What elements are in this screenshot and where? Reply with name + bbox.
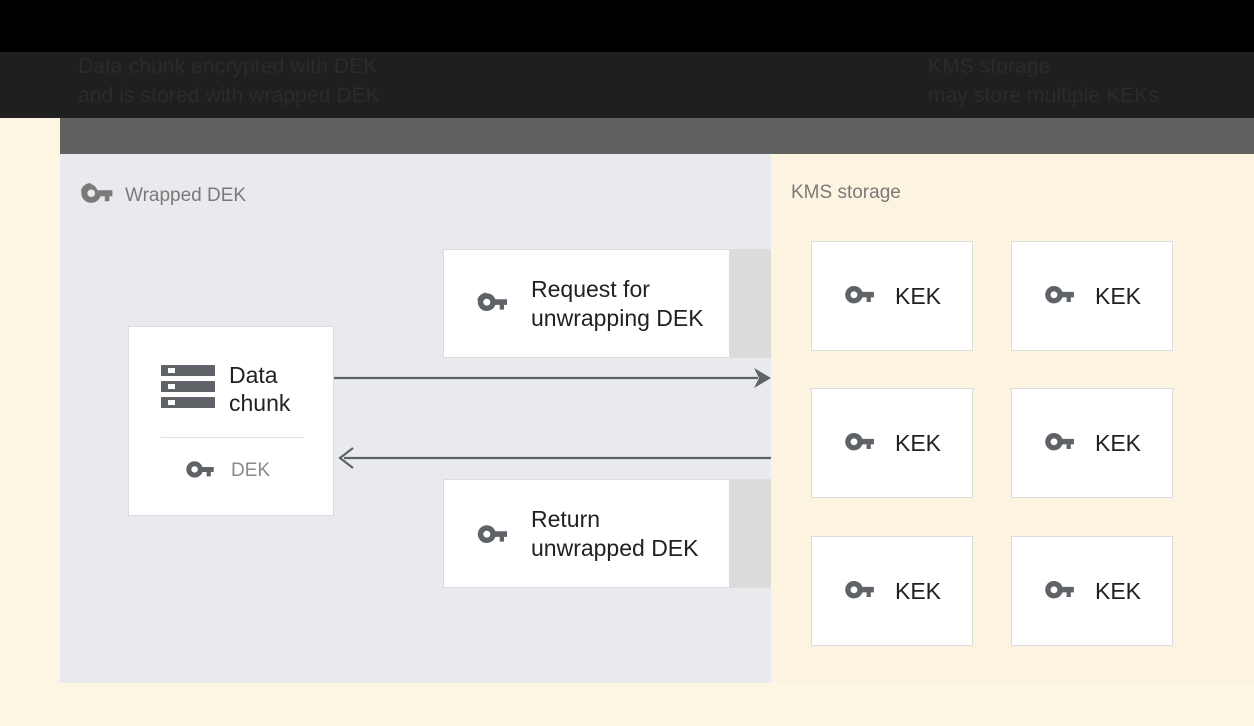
response-arrow <box>334 442 771 474</box>
key-icon <box>1043 578 1079 604</box>
key-icon <box>474 288 514 320</box>
request-message-label: Request for unwrapping DEK <box>531 275 704 331</box>
key-icon <box>843 578 879 604</box>
kek-label: KEK <box>1094 429 1142 456</box>
card-divider <box>161 437 305 438</box>
key-icon <box>843 430 879 456</box>
kms-storage-heading-label: KMS storage <box>791 182 901 203</box>
caption-left: Data chunk encrypted with DEK and is sto… <box>78 55 380 107</box>
kek-box: KEK <box>811 388 973 498</box>
key-icon <box>1043 283 1079 309</box>
key-icon <box>474 518 514 550</box>
kek-label: KEK <box>894 429 942 456</box>
return-message-card: Return unwrapped DEK <box>443 479 730 588</box>
kek-label: KEK <box>894 577 942 604</box>
data-chunk-label: Data chunk <box>229 362 291 416</box>
kek-box: KEK <box>811 536 973 646</box>
key-icon <box>185 459 217 483</box>
kek-box: KEK <box>811 241 973 351</box>
dek-row: DEK <box>185 459 270 483</box>
request-card-band <box>730 249 771 358</box>
kek-label: KEK <box>894 282 942 309</box>
top-dark-region: Data chunk encrypted with DEK and is sto… <box>0 0 1254 118</box>
request-message-card: Request for unwrapping DEK <box>443 249 730 358</box>
kek-box: KEK <box>1011 536 1173 646</box>
request-arrow <box>334 362 771 394</box>
caption-right: KMS storage may store multiple KEKs <box>928 55 1160 107</box>
gray-strip-left-notch <box>0 118 60 154</box>
server-stack-icon <box>161 363 215 416</box>
wrapped-dek-heading: Wrapped DEK <box>78 182 246 210</box>
key-icon <box>843 283 879 309</box>
return-card-band <box>730 479 771 588</box>
kek-label: KEK <box>1094 577 1142 604</box>
key-icon <box>78 182 113 210</box>
kek-box: KEK <box>1011 241 1173 351</box>
dek-label: DEK <box>231 460 271 481</box>
kms-storage-heading: KMS storage <box>791 182 901 204</box>
data-chunk-card: Data chunk DEK <box>128 326 334 516</box>
dark-caption-band <box>0 52 1254 118</box>
key-icon <box>1043 430 1079 456</box>
return-message-label: Return unwrapped DEK <box>531 505 699 561</box>
data-chunk-row: Data chunk <box>161 361 290 417</box>
kek-box: KEK <box>1011 388 1173 498</box>
kek-label: KEK <box>1094 282 1142 309</box>
wrapped-dek-heading-label: Wrapped DEK <box>125 185 247 206</box>
gray-separator-strip <box>0 118 1254 154</box>
